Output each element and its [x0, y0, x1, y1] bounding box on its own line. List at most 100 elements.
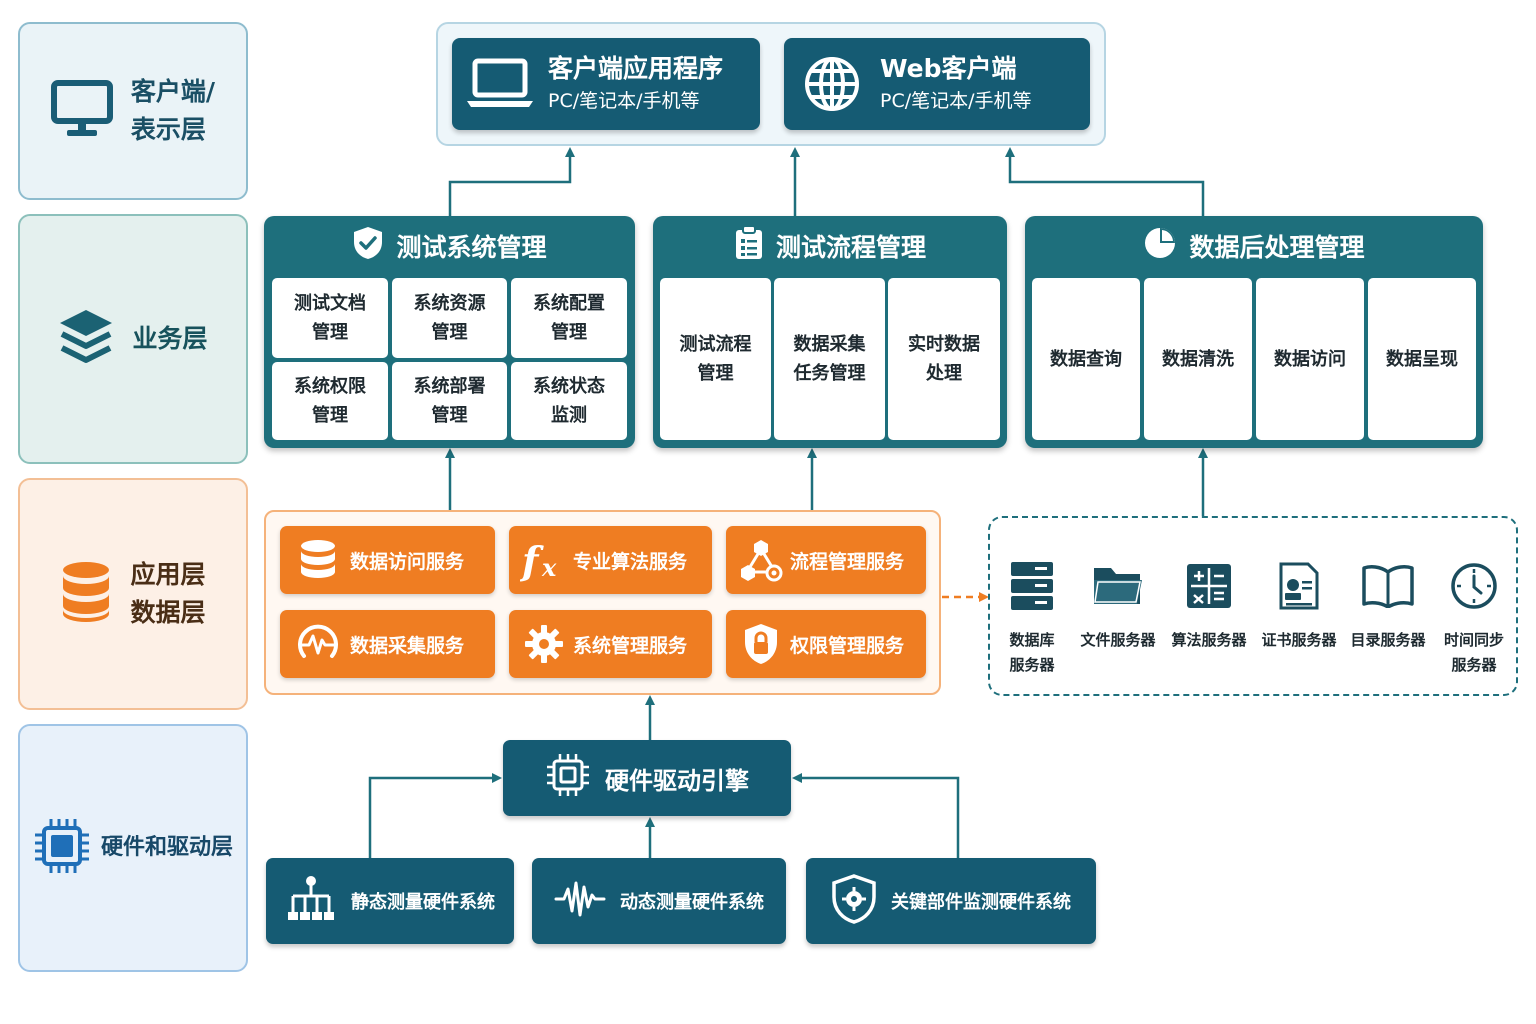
web-client-title: Web客户端 [880, 54, 1017, 83]
pie-chart-icon [1143, 226, 1177, 266]
test-flow-item[interactable]: 测试流程 管理 [660, 278, 771, 440]
dynamic-measurement-system[interactable]: 动态测量硬件系统 [532, 858, 786, 944]
file-server-label: 文件服务器 [1080, 631, 1156, 649]
certificate-server-label: 证书服务器 [1261, 631, 1337, 649]
test-system-item[interactable]: 测试文档 管理 [272, 278, 388, 358]
test-flow-panel: 测试流程管理 测试流程 管理 数据采集 任务管理 实时数据 处理 [653, 216, 1007, 448]
hierarchy-icon [285, 874, 337, 929]
directory-server[interactable]: 目录服务器 [1343, 558, 1433, 653]
wire-testsys-to-client [448, 147, 575, 216]
test-flow-item[interactable]: 数据采集 任务管理 [774, 278, 885, 440]
directory-server-label: 目录服务器 [1350, 631, 1426, 649]
svg-text:f: f [520, 538, 544, 582]
post-process-panel: 数据后处理管理 数据查询 数据清洗 数据访问 数据呈现 [1025, 216, 1483, 448]
test-system-item[interactable]: 系统状态 监测 [511, 362, 627, 440]
layer-client-label: 客户端/ 表示层 [130, 77, 216, 144]
laptop-icon [452, 57, 548, 111]
system-management-service-label: 系统管理服务 [573, 634, 688, 657]
globe-icon [784, 55, 880, 113]
post-process-item[interactable]: 数据访问 [1256, 278, 1364, 440]
time-sync-server[interactable]: 时间同步 服务器 [1429, 558, 1519, 678]
post-process-item[interactable]: 数据呈现 [1368, 278, 1476, 440]
shield-gear-icon [831, 873, 877, 929]
wire-post-to-client [1005, 147, 1205, 216]
hardware-driver-engine[interactable]: 硬件驱动引擎 [503, 740, 791, 816]
layer-application-label: 应用层 数据层 [130, 560, 206, 627]
server-rack-icon [987, 558, 1077, 614]
algorithm-server[interactable]: 算法服务器 [1164, 558, 1254, 653]
gear-icon [515, 623, 573, 665]
client-app-title: 客户端应用程序 [548, 54, 724, 83]
waveform-icon [554, 879, 606, 924]
signal-gauge-icon [286, 622, 350, 666]
lock-shield-icon [732, 622, 790, 666]
layer-client: 客户端/ 表示层 [18, 22, 248, 200]
client-app-box[interactable]: 客户端应用程序 PC/笔记本/手机等 [452, 38, 760, 130]
database-icon [286, 539, 350, 581]
test-flow-header: 测试流程管理 [653, 224, 1007, 268]
shield-check-icon [352, 225, 384, 267]
chip-icon [545, 752, 591, 804]
certificate-icon [1254, 558, 1344, 614]
database-server-label: 数据库 服务器 [1009, 631, 1055, 674]
web-client-sub: PC/笔记本/手机等 [880, 90, 1032, 112]
system-management-service[interactable]: 系统管理服务 [509, 610, 712, 678]
workflow-service[interactable]: 流程管理服务 [726, 526, 926, 594]
file-server[interactable]: 文件服务器 [1073, 558, 1163, 653]
wire-static-to-engine [368, 773, 502, 858]
servers-group: 数据库 服务器 文件服务器 算法服务器 证书服务器 目录服务器 时间同步 服务器 [988, 516, 1518, 696]
layer-business-label: 业务层 [132, 324, 208, 353]
workflow-icon [732, 537, 790, 583]
test-system-item[interactable]: 系统资源 管理 [392, 278, 507, 358]
post-process-item[interactable]: 数据查询 [1032, 278, 1140, 440]
layer-hardware: 硬件和驱动层 [18, 724, 248, 972]
permission-service[interactable]: 权限管理服务 [726, 610, 926, 678]
test-system-item[interactable]: 系统部署 管理 [392, 362, 507, 440]
permission-service-label: 权限管理服务 [790, 634, 905, 657]
key-component-monitor-system[interactable]: 关键部件监测硬件系统 [806, 858, 1096, 944]
test-system-item[interactable]: 系统权限 管理 [272, 362, 388, 440]
time-sync-server-label: 时间同步 服务器 [1443, 631, 1504, 674]
data-collection-service-label: 数据采集服务 [350, 634, 465, 657]
calculator-icon [1164, 558, 1254, 614]
svg-text:x: x [541, 553, 557, 582]
post-process-item[interactable]: 数据清洗 [1144, 278, 1252, 440]
certificate-server[interactable]: 证书服务器 [1254, 558, 1344, 653]
monitor-icon [50, 78, 113, 144]
test-system-header: 测试系统管理 [264, 224, 635, 268]
data-access-service[interactable]: 数据访问服务 [280, 526, 495, 594]
algorithm-server-label: 算法服务器 [1171, 631, 1247, 649]
static-measurement-system-label: 静态测量硬件系统 [351, 892, 495, 913]
hardware-driver-engine-label: 硬件驱动引擎 [605, 766, 749, 795]
layer-application: 应用层 数据层 [18, 478, 248, 710]
test-flow-item[interactable]: 实时数据 处理 [888, 278, 1000, 440]
chip-icon [33, 817, 91, 879]
algorithm-service-label: 专业算法服务 [573, 550, 688, 573]
layer-business: 业务层 [18, 214, 248, 464]
post-process-title: 数据后处理管理 [1189, 233, 1365, 262]
data-access-service-label: 数据访问服务 [350, 550, 465, 573]
test-system-panel: 测试系统管理 测试文档 管理 系统资源 管理 系统配置 管理 系统权限 管理 系… [264, 216, 635, 448]
web-client-box[interactable]: Web客户端 PC/笔记本/手机等 [784, 38, 1090, 130]
key-component-monitor-system-label: 关键部件监测硬件系统 [891, 892, 1071, 913]
book-icon [1343, 558, 1433, 614]
client-app-sub: PC/笔记本/手机等 [548, 90, 700, 112]
clock-icon [1429, 558, 1519, 614]
test-flow-title: 测试流程管理 [775, 233, 926, 262]
workflow-service-label: 流程管理服务 [790, 550, 905, 573]
post-process-header: 数据后处理管理 [1025, 224, 1483, 268]
static-measurement-system[interactable]: 静态测量硬件系统 [266, 858, 514, 944]
layer-hardware-label: 硬件和驱动层 [100, 835, 233, 860]
dynamic-measurement-system-label: 动态测量硬件系统 [620, 892, 764, 913]
data-collection-service[interactable]: 数据采集服务 [280, 610, 495, 678]
test-system-item[interactable]: 系统配置 管理 [511, 278, 627, 358]
folder-icon [1073, 558, 1163, 614]
layers-stack-icon [58, 306, 114, 372]
wire-monitor-to-engine [792, 773, 960, 858]
database-icon [60, 560, 112, 628]
database-server[interactable]: 数据库 服务器 [987, 558, 1077, 678]
clipboard-icon [734, 225, 764, 267]
test-system-title: 测试系统管理 [396, 233, 547, 262]
